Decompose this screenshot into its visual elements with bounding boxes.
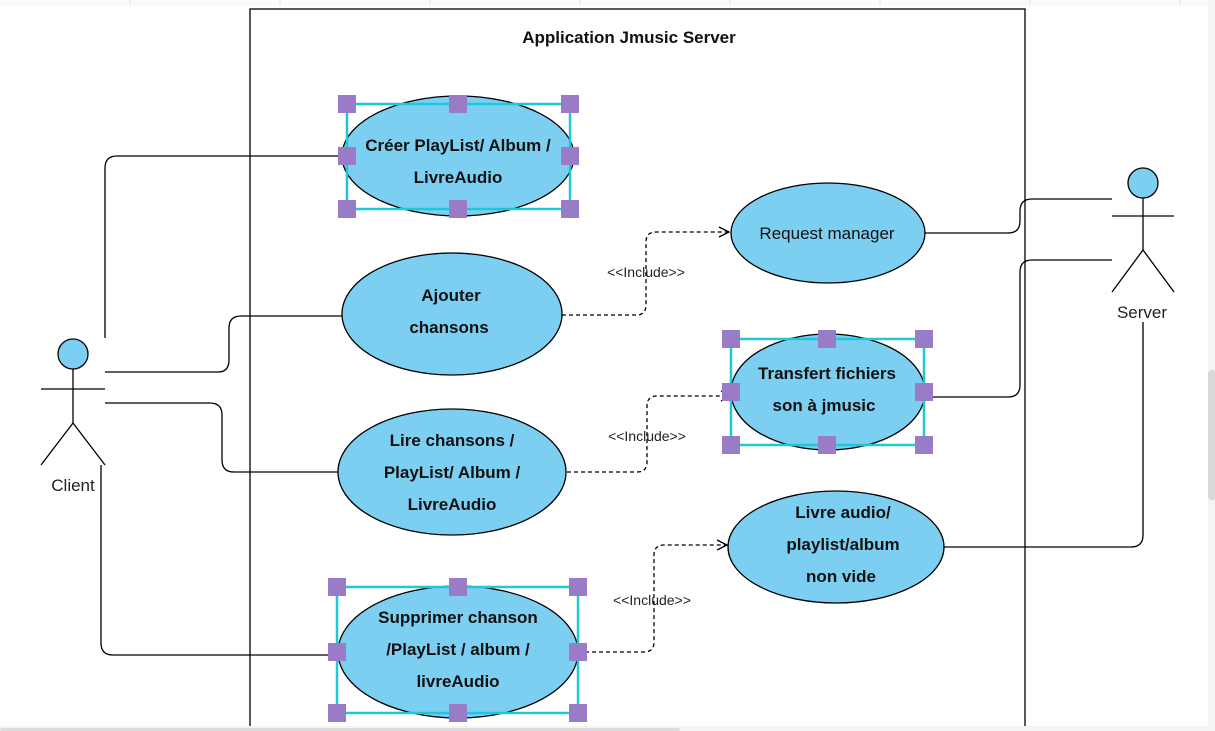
actor-client-body — [40, 369, 106, 466]
resize-handle[interactable] — [328, 578, 346, 596]
include-label-1: <<Include>> — [607, 264, 685, 280]
usecase-transfert-line1: Transfert fichiers — [758, 364, 896, 383]
resize-handle[interactable] — [818, 436, 836, 454]
assoc-client-supprimer[interactable] — [100, 465, 338, 656]
resize-handle[interactable] — [338, 200, 356, 218]
assoc-transfert-server[interactable] — [925, 259, 1112, 398]
resize-handle[interactable] — [569, 704, 587, 722]
usecase-creer-line2: LivreAudio — [414, 168, 503, 187]
include-supprimer-livre[interactable] — [578, 545, 727, 653]
actor-client[interactable]: Client — [40, 338, 106, 495]
actor-server[interactable]: Server — [1111, 167, 1175, 322]
resize-handle[interactable] — [561, 147, 579, 165]
assoc-livre-server[interactable] — [944, 322, 1144, 548]
actor-server-head — [1127, 167, 1159, 199]
resize-handle[interactable] — [915, 383, 933, 401]
selection-creer — [338, 95, 579, 218]
actor-client-label: Client — [51, 476, 95, 495]
include-label-2: <<Include>> — [608, 428, 686, 444]
resize-handle[interactable] — [328, 704, 346, 722]
usecase-supprimer[interactable]: Supprimer chanson /PlayList / album / li… — [337, 585, 579, 719]
include-lire-transfert[interactable] — [567, 396, 731, 473]
assoc-client-lire[interactable] — [105, 402, 338, 473]
actor-client-head — [57, 338, 89, 370]
assoc-client-creer[interactable] — [104, 155, 342, 338]
resize-handle[interactable] — [449, 200, 467, 218]
selection-supprimer — [328, 578, 587, 722]
include-ajouter-request[interactable] — [562, 232, 729, 316]
resize-handle[interactable] — [722, 383, 740, 401]
resize-handle[interactable] — [569, 578, 587, 596]
usecase-request-line1: Request manager — [759, 224, 894, 243]
horizontal-scrollbar[interactable] — [0, 726, 1215, 731]
resize-handle[interactable] — [722, 436, 740, 454]
usecase-livre-line3: non vide — [806, 567, 876, 586]
resize-handle[interactable] — [338, 147, 356, 165]
system-boundary[interactable] — [249, 8, 1026, 731]
assoc-client-ajouter[interactable] — [105, 315, 342, 373]
actor-server-label: Server — [1117, 303, 1167, 322]
assoc-request-server[interactable] — [925, 198, 1112, 234]
usecase-creer[interactable]: Créer PlayList/ Album / LivreAudio — [341, 95, 575, 217]
usecase-livre-line2: playlist/album — [786, 535, 899, 554]
resize-handle[interactable] — [569, 643, 587, 661]
system-title: Application Jmusic Server — [522, 28, 736, 47]
top-ruler — [0, 0, 1215, 6]
usecase-request-manager[interactable]: Request manager — [730, 182, 926, 284]
usecase-lire-line2: PlayList/ Album / — [384, 463, 521, 482]
usecase-ajouter-line1: Ajouter — [421, 286, 481, 305]
resize-handle[interactable] — [338, 95, 356, 113]
resize-handle[interactable] — [449, 95, 467, 113]
resize-handle[interactable] — [818, 330, 836, 348]
usecase-supprimer-line1: Supprimer chanson — [378, 608, 538, 627]
usecase-supprimer-line3: livreAudio — [416, 672, 499, 691]
usecase-supprimer-line2: /PlayList / album / — [386, 640, 530, 659]
resize-handle[interactable] — [915, 330, 933, 348]
include-label-3: <<Include>> — [613, 592, 691, 608]
usecase-livre-line1: Livre audio/ — [795, 503, 891, 522]
selection-transfert — [722, 330, 933, 454]
usecase-transfert-line2: son à jmusic — [773, 396, 876, 415]
usecase-lire-line1: Lire chansons / — [390, 431, 515, 450]
actor-server-body — [1111, 198, 1175, 293]
usecase-lire-line3: LivreAudio — [408, 495, 497, 514]
vertical-scrollbar-thumb[interactable] — [1208, 370, 1215, 500]
usecase-creer-line1: Créer PlayList/ Album / — [365, 136, 551, 155]
usecase-livre-audio[interactable]: Livre audio/ playlist/album non vide — [727, 490, 945, 604]
vertical-scrollbar[interactable] — [1208, 0, 1215, 731]
resize-handle[interactable] — [722, 330, 740, 348]
usecase-ajouter-line2: chansons — [409, 318, 488, 337]
resize-handle[interactable] — [449, 578, 467, 596]
horizontal-scrollbar-thumb[interactable] — [0, 728, 680, 731]
usecase-lire[interactable]: Lire chansons / PlayList/ Album / LivreA… — [337, 408, 567, 536]
resize-handle[interactable] — [561, 200, 579, 218]
usecase-ajouter[interactable]: Ajouter chansons — [341, 252, 563, 376]
usecase-transfert[interactable]: Transfert fichiers son à jmusic — [730, 333, 926, 451]
associations — [100, 155, 1144, 656]
resize-handle[interactable] — [915, 436, 933, 454]
resize-handle[interactable] — [328, 643, 346, 661]
resize-handle[interactable] — [561, 95, 579, 113]
resize-handle[interactable] — [449, 704, 467, 722]
